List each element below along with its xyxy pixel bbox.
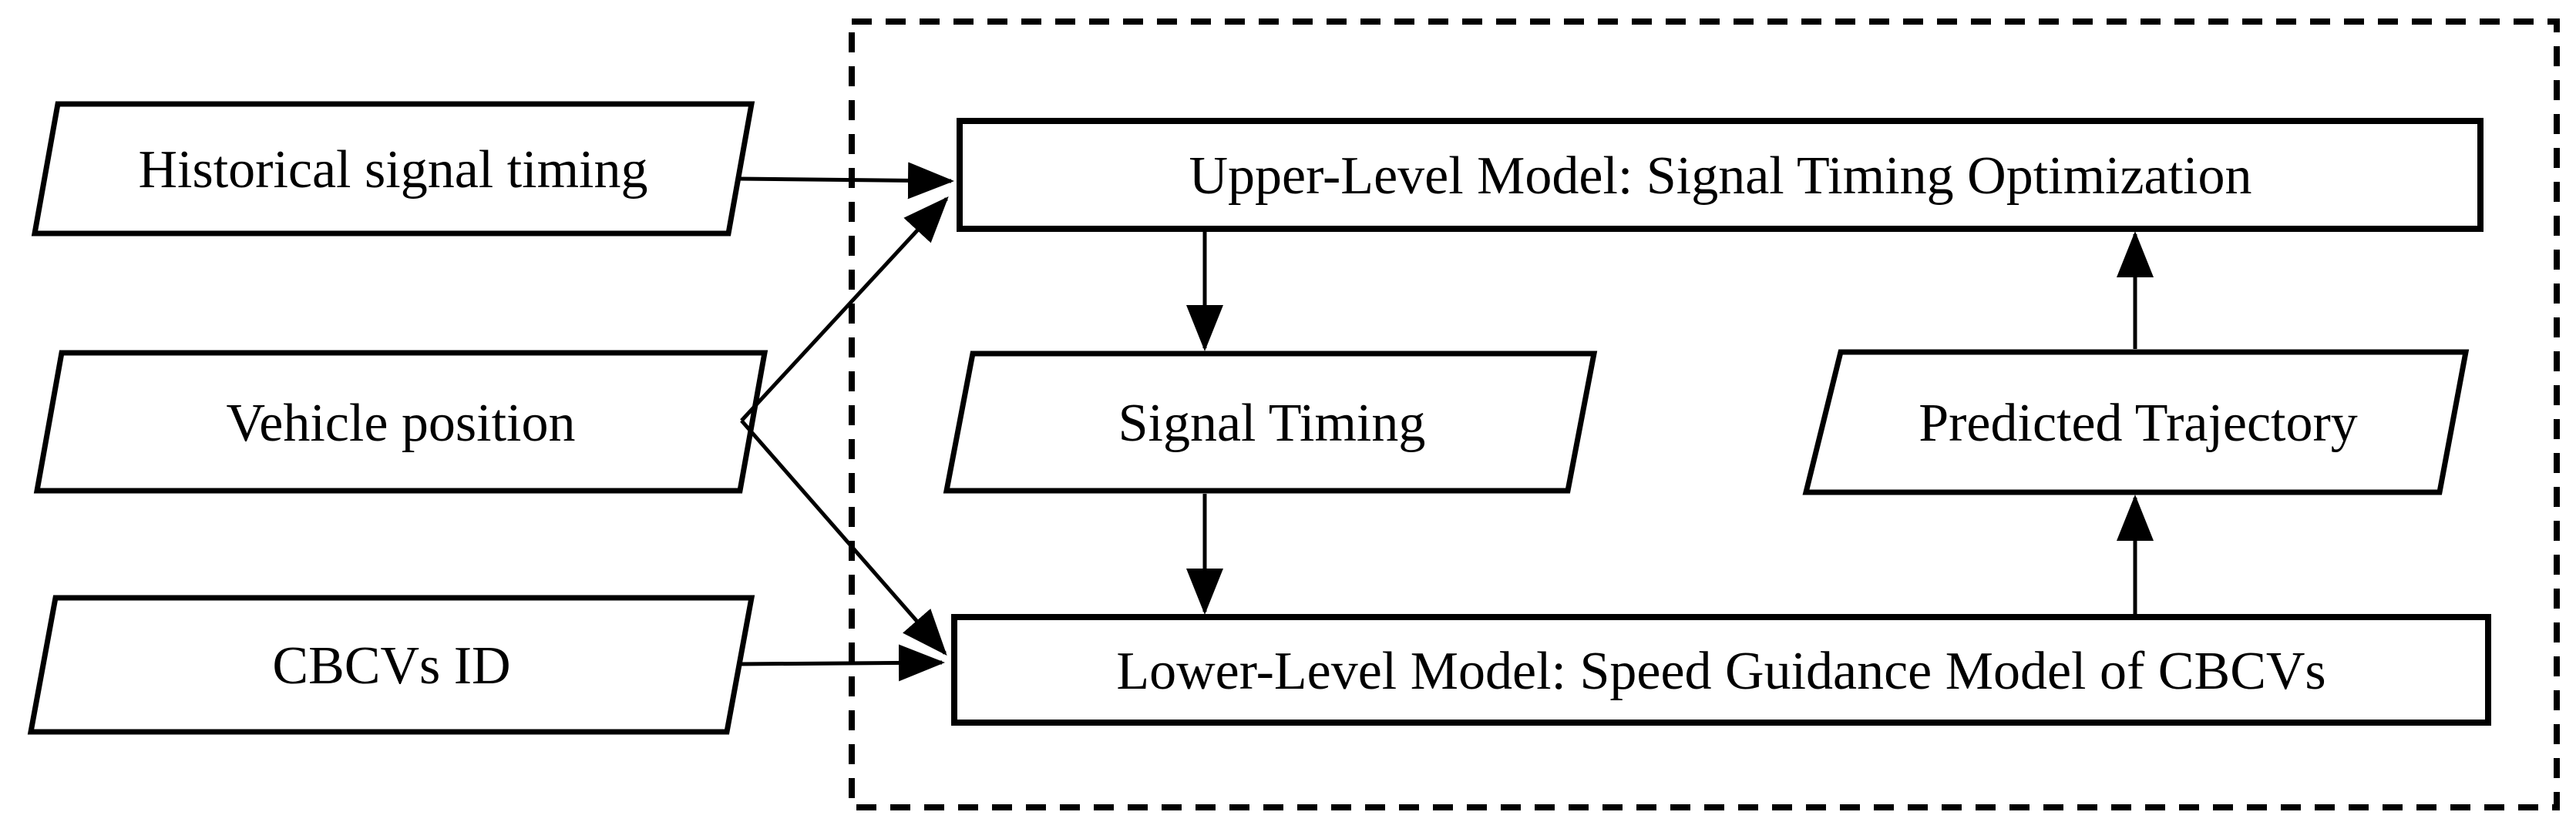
label-predicted-trajectory: Predicted Trajectory xyxy=(1919,394,2358,453)
input-parallelogram-vehicle-position xyxy=(33,350,768,494)
arrow-vehicle-to-upper-model xyxy=(740,196,949,422)
label-historical-signal-timing: Historical signal timing xyxy=(138,140,647,200)
label-lower-level-model: Lower-Level Model: Speed Guidance Model … xyxy=(1116,642,2325,701)
upper-level-model-box xyxy=(957,118,2484,232)
signal-timing-parallelogram xyxy=(943,351,1598,494)
predicted-trajectory-parallelogram xyxy=(1802,349,2470,495)
label-vehicle-position: Vehicle position xyxy=(227,394,576,453)
system-boundary-dashed-box xyxy=(849,18,2560,810)
label-signal-timing: Signal Timing xyxy=(1118,394,1426,453)
input-parallelogram-cbcvs-id xyxy=(27,595,755,735)
label-upper-level-model: Upper-Level Model: Signal Timing Optimiz… xyxy=(1189,146,2251,206)
arrow-cbcvs-to-lower-model xyxy=(738,644,945,682)
lower-level-model-box xyxy=(951,614,2491,726)
label-cbcvs-id: CBCVs ID xyxy=(272,636,510,696)
arrow-historical-to-upper-model xyxy=(738,162,954,200)
input-parallelogram-historical-signal-timing xyxy=(31,101,755,237)
arrow-vehicle-to-lower-model xyxy=(740,419,947,656)
